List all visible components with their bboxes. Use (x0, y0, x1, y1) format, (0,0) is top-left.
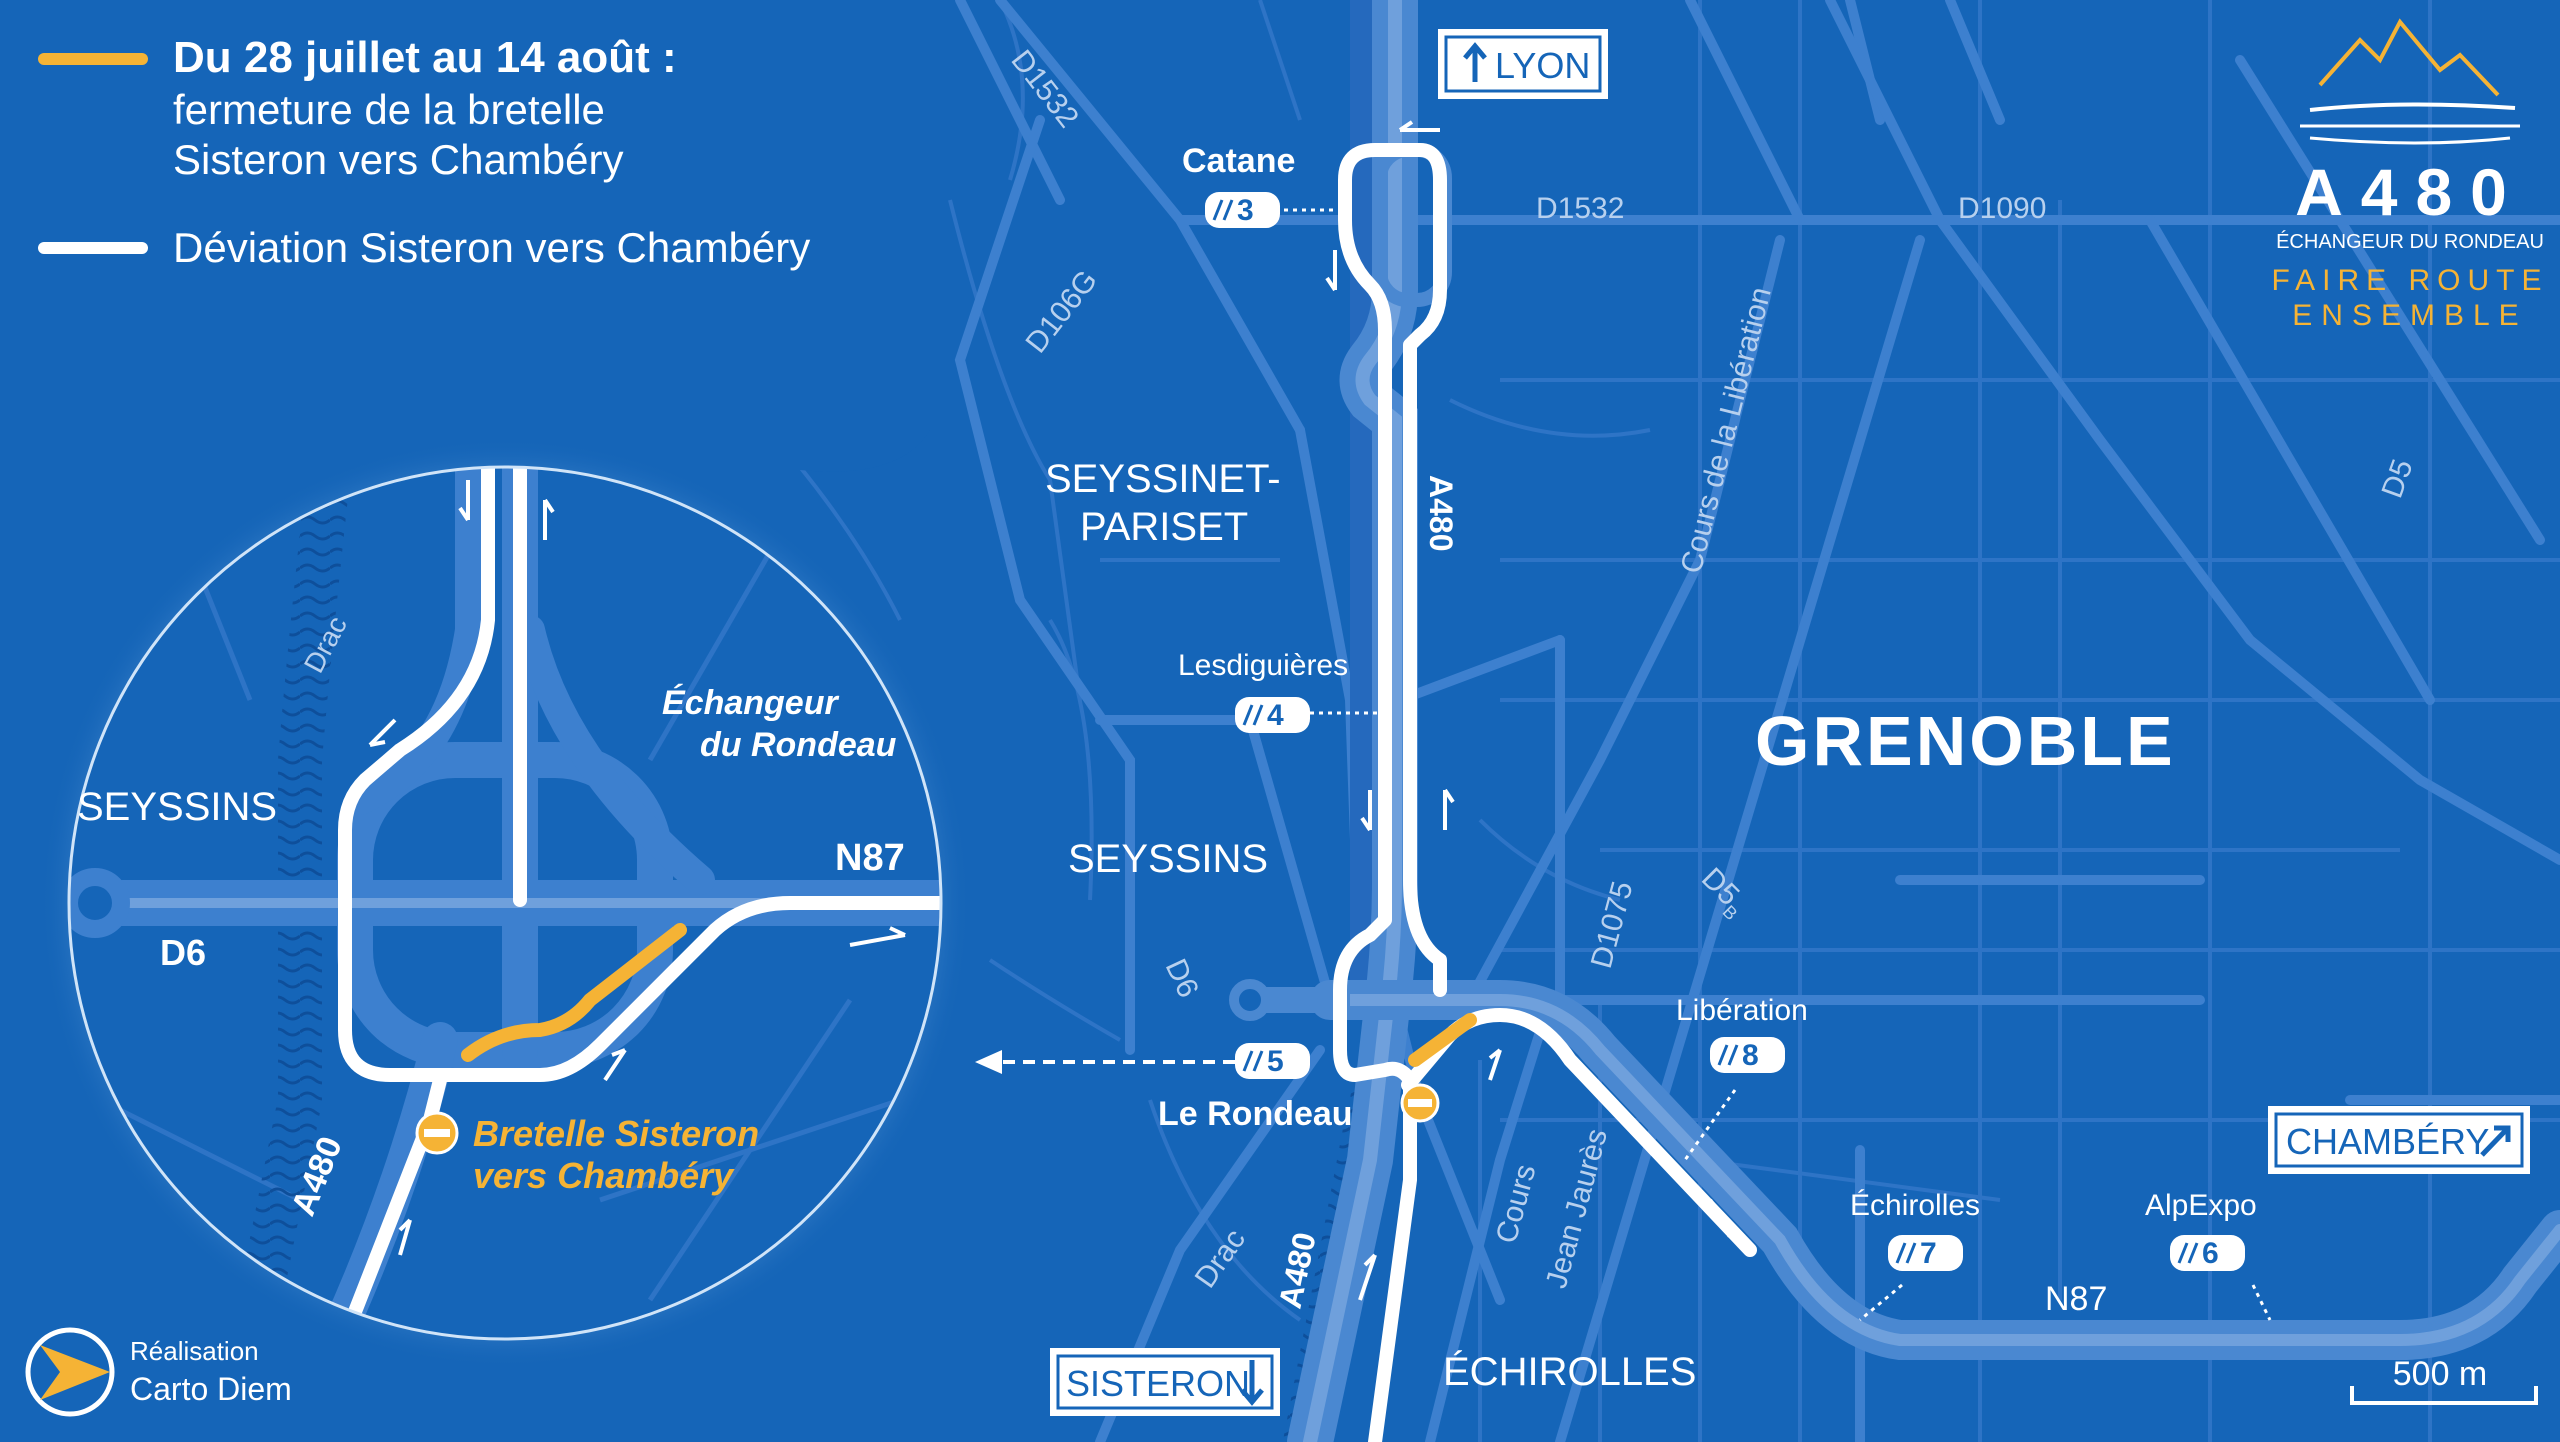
svg-text:LYON: LYON (1495, 45, 1590, 86)
inset-title-1: Échangeur (662, 684, 839, 722)
detour-pointer-arrowhead (975, 1050, 1002, 1074)
inset-zoom (69, 467, 941, 1339)
city-grenoble: GRENOBLE (1755, 702, 2176, 780)
a480-logo: A480 ÉCHANGEUR DU RONDEAU FAIRE ROUTE EN… (2271, 18, 2548, 332)
seyssins-roundabout (1229, 979, 1271, 1021)
road-label-a480: A480 (1423, 475, 1459, 552)
sign-chambery: CHAMBÉRY (2268, 1106, 2530, 1174)
inset-closed-ramp-1: Bretelle Sisteron (473, 1113, 759, 1154)
logo-title: A480 (2295, 155, 2525, 229)
road-label-d1090: D1090 (1958, 192, 2046, 225)
inset-drac-river (228, 467, 352, 1339)
svg-text:Lesdiguières: Lesdiguières (1178, 649, 1348, 682)
exit-lesdiguieres: Lesdiguières 4 (1178, 649, 1348, 733)
city-seyssins: SEYSSINS (1068, 837, 1268, 881)
n87-rocade (1310, 980, 2560, 1360)
inset-border (67, 465, 943, 1341)
no-entry-icon (1400, 1083, 1440, 1123)
legend-closure-line2: Sisteron vers Chambéry (173, 136, 624, 183)
sign-sisteron: SISTERON (1050, 1348, 1280, 1416)
svg-text:3: 3 (1237, 194, 1254, 227)
inset-no-entry-icon (415, 1111, 459, 1155)
svg-text:Échirolles: Échirolles (1850, 1189, 1980, 1222)
exit-alpexpo: AlpExpo 6 (2145, 1189, 2257, 1271)
legend-closure-swatch (38, 53, 148, 65)
exit-icon (1717, 1044, 1739, 1066)
mountain-icon (2318, 18, 2500, 97)
legend-detour-label: Déviation Sisteron vers Chambéry (173, 224, 810, 271)
compass-icon (40, 1345, 110, 1400)
svg-text:Le Rondeau: Le Rondeau (1158, 1095, 1353, 1133)
legend-closure-line1: fermeture de la bretelle (173, 86, 605, 133)
sign-lyon: LYON (1438, 29, 1608, 99)
arrow-down-icon (1240, 1360, 1264, 1406)
exit-leaders (1275, 208, 2272, 1322)
credit-line2: Carto Diem (130, 1371, 292, 1407)
svg-text:Catane: Catane (1182, 142, 1295, 180)
city-seyssinet-2: PARISET (1080, 505, 1248, 549)
inset-closed-ramp-2: vers Chambéry (473, 1155, 735, 1196)
svg-text:5: 5 (1267, 1045, 1284, 1078)
city-seyssinet-1: SEYSSINET- (1045, 457, 1281, 501)
road-network (954, 0, 2560, 1442)
road-label-d1532: D1532 (1536, 192, 1624, 225)
arrow-up-right-icon (2480, 1125, 2511, 1157)
scale-bar: 500 m (2350, 1355, 2538, 1405)
scale-label: 500 m (2393, 1355, 2488, 1393)
arrow-up-icon (1463, 42, 1487, 82)
exit-le-rondeau: 5 Le Rondeau (1158, 1043, 1353, 1133)
logo-slogan-2: ENSEMBLE (2292, 299, 2527, 332)
exit-icon (1895, 1242, 1917, 1264)
svg-text:CHAMBÉRY: CHAMBÉRY (2286, 1121, 2489, 1162)
legend-closure-title: Du 28 juillet au 14 août : (173, 33, 677, 82)
direction-arrows (1325, 120, 1742, 1301)
inset-roundabout (69, 868, 130, 938)
exit-icon (2177, 1242, 2199, 1264)
logo-subtitle: ÉCHANGEUR DU RONDEAU (2276, 230, 2544, 253)
logo-slogan-1: FAIRE ROUTE (2271, 264, 2548, 297)
inset-label-seyssins: SEYSSINS (77, 785, 277, 829)
exit-icon (1242, 704, 1264, 726)
inset-title-2: du Rondeau (700, 726, 897, 764)
road-label-n87: N87 (2045, 1280, 2107, 1318)
exit-liberation: Libération 8 (1676, 994, 1808, 1073)
svg-text:8: 8 (1742, 1039, 1759, 1072)
svg-text:SISTERON: SISTERON (1066, 1363, 1250, 1404)
credit: Réalisation Carto Diem (25, 1327, 292, 1417)
inset-label-d6: D6 (160, 932, 206, 973)
legend-detour-swatch (38, 242, 148, 254)
inset-label-n87: N87 (835, 837, 905, 879)
legend: Du 28 juillet au 14 août : fermeture de … (0, 0, 930, 472)
exit-icon (1212, 199, 1234, 221)
carto-diem-logo (25, 1327, 115, 1417)
svg-text:AlpExpo: AlpExpo (2145, 1189, 2257, 1222)
exit-catane: Catane 3 (1182, 142, 1295, 228)
inset-direction-arrows (368, 480, 906, 1256)
svg-text:7: 7 (1920, 1237, 1937, 1270)
closed-ramp (1408, 1013, 1477, 1067)
exit-echirolles: Échirolles 7 (1850, 1189, 1980, 1271)
svg-text:4: 4 (1267, 699, 1284, 732)
credit-line1: Réalisation (130, 1336, 259, 1366)
inset-closed-ramp (461, 923, 687, 1062)
svg-text:6: 6 (2202, 1237, 2219, 1270)
city-echirolles: ÉCHIROLLES (1443, 1349, 1696, 1394)
exit-icon (1242, 1050, 1264, 1072)
svg-text:Libération: Libération (1676, 994, 1808, 1027)
